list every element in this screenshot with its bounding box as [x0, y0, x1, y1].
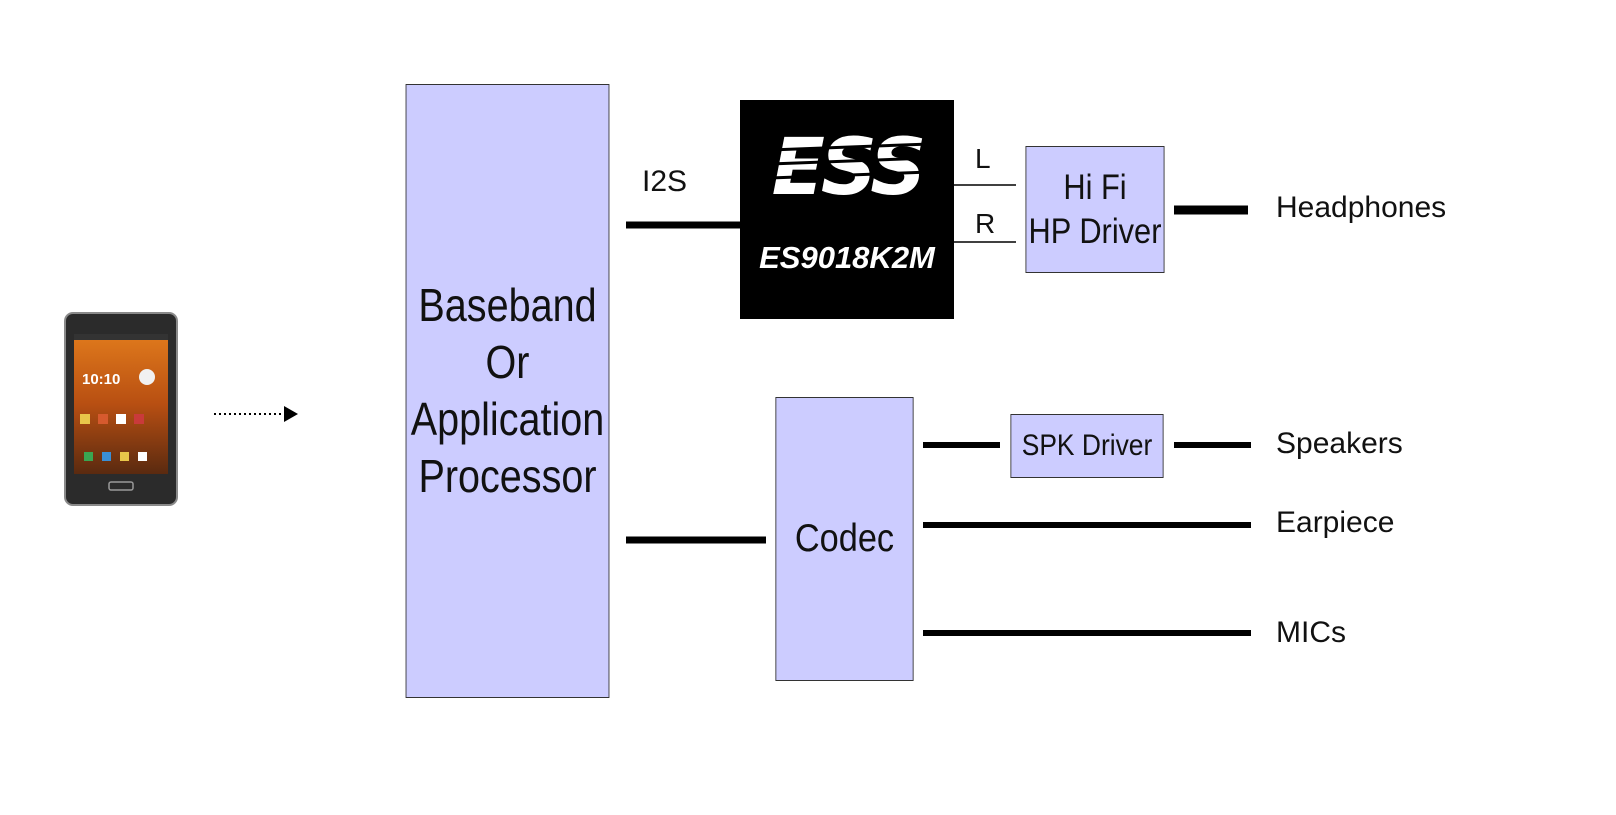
right-channel-label: R [975, 208, 996, 239]
dac-part-number: ES9018K2M [759, 240, 935, 275]
processor-block: Baseband Or Application Processor [405, 84, 610, 698]
phone-arrow-head [284, 406, 298, 422]
left-channel-label: L [975, 143, 991, 174]
ess-logo: ESS [769, 123, 931, 213]
hp-driver-line-2: HP Driver [1028, 211, 1162, 251]
processor-line-1: Baseband [418, 279, 597, 331]
ess-logo-text: ESS [772, 123, 923, 213]
smartphone-icon: 10:10 [64, 312, 178, 506]
codec-block: Codec [775, 397, 914, 681]
processor-line-2: Or [485, 336, 530, 388]
hp-driver-line-1: Hi Fi [1063, 167, 1127, 207]
earpiece-label: Earpiece [1276, 506, 1395, 539]
hp-driver-block: Hi Fi HP Driver [1025, 146, 1165, 273]
codec-label: Codec [794, 517, 895, 560]
mics-label: MICs [1276, 616, 1346, 649]
processor-line-4: Processor [418, 450, 597, 502]
spk-driver-block: SPK Driver [1010, 414, 1164, 478]
dac-chip: ESS ES9018K2M [740, 100, 954, 319]
speakers-label: Speakers [1276, 427, 1403, 460]
spk-driver-label: SPK Driver [1021, 429, 1153, 462]
i2s-label: I2S [642, 165, 688, 198]
phone-clock: 10:10 [82, 371, 120, 388]
headphones-label: Headphones [1276, 191, 1447, 224]
processor-line-3: Application [410, 393, 605, 445]
